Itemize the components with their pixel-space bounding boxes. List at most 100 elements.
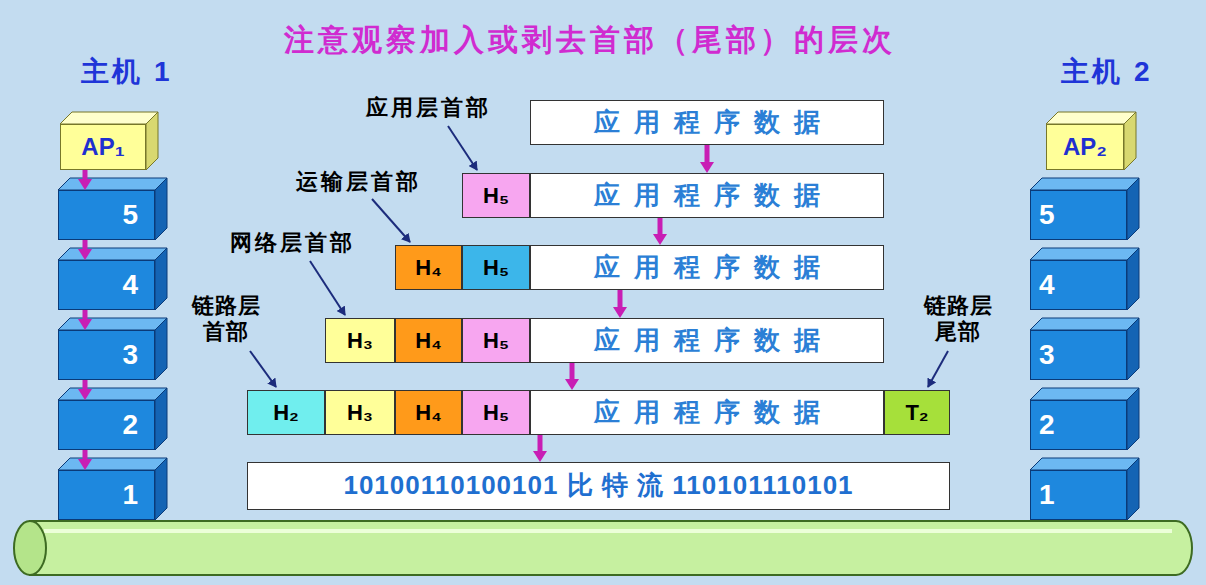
- box-text: 应用程序数据: [594, 253, 834, 283]
- layer-side-face: [155, 458, 167, 520]
- callout-label: 链路层 尾部: [918, 293, 998, 346]
- ap-top-face: [1046, 112, 1136, 124]
- box-text: 5: [1039, 199, 1055, 231]
- box-text: H₃: [347, 328, 373, 353]
- box-text: 5: [122, 199, 138, 231]
- ap-box: AP₂: [1046, 124, 1124, 170]
- box-text: 1: [122, 479, 138, 511]
- header-box: H₄: [395, 245, 462, 290]
- box-text: 4: [122, 269, 138, 301]
- layer-side-face: [155, 248, 167, 310]
- callout-label: 链路层 首部: [186, 293, 266, 346]
- layer-box: 3: [58, 330, 155, 380]
- layer-box: 1: [58, 470, 155, 520]
- leader-line: [310, 261, 345, 315]
- cable-highlight: [44, 529, 1172, 533]
- leader-line: [448, 126, 477, 170]
- layer-top-face: [1030, 318, 1139, 330]
- layer-side-face: [1127, 458, 1139, 520]
- layer-top-face: [1030, 388, 1139, 400]
- header-box: H₅: [462, 245, 530, 290]
- layer-box: 1: [1030, 470, 1127, 520]
- data-box: 应用程序数据: [530, 318, 884, 363]
- box-text: H₅: [483, 183, 509, 208]
- layer-top-face: [1030, 178, 1139, 190]
- flow-arrow: [538, 435, 543, 451]
- cable-end: [14, 521, 46, 575]
- flow-arrow: [83, 310, 88, 319]
- layer-top-face: [1030, 248, 1139, 260]
- data-box: 应用程序数据: [530, 245, 884, 290]
- box-text: 应用程序数据: [594, 108, 834, 138]
- layer-box: 4: [58, 260, 155, 310]
- box-text: AP₂: [1063, 133, 1107, 161]
- header-box: H₅: [462, 318, 530, 363]
- layer-box: 5: [1030, 190, 1127, 240]
- box-text: 3: [122, 339, 138, 371]
- layer-top-face: [58, 178, 167, 190]
- flow-arrow: [83, 170, 88, 179]
- box-text: AP₁: [81, 133, 124, 161]
- layer-box: 5: [58, 190, 155, 240]
- layer-side-face: [155, 318, 167, 380]
- box-text: 应用程序数据: [594, 181, 834, 211]
- layer-top-face: [58, 248, 167, 260]
- layer-box: 2: [1030, 400, 1127, 450]
- box-text: 1: [1039, 479, 1055, 511]
- network-cable: [14, 521, 1192, 575]
- layer-top-face: [58, 458, 167, 470]
- box-text: 3: [1039, 339, 1055, 371]
- leader-line: [372, 199, 410, 242]
- page-title: 注意观察加入或剥去首部（尾部）的层次: [284, 20, 896, 61]
- header-box: H₅: [462, 390, 530, 435]
- box-text: 10100110100101 比 特 流 110101110101: [343, 471, 853, 501]
- layer-top-face: [1030, 458, 1139, 470]
- flow-arrow: [658, 218, 663, 234]
- box-text: 2: [122, 409, 138, 441]
- layer-box: 3: [1030, 330, 1127, 380]
- header-box: H₃: [325, 318, 395, 363]
- header-box: H₂: [247, 390, 325, 435]
- ap-top-face: [60, 112, 158, 124]
- layer-side-face: [1127, 318, 1139, 380]
- layer-side-face: [155, 388, 167, 450]
- flow-arrow: [570, 363, 575, 379]
- host-label: 主机 2: [1061, 53, 1152, 91]
- box-text: H₂: [273, 400, 299, 425]
- bitstream-box: 10100110100101 比 特 流 110101110101: [247, 462, 950, 510]
- leader-line: [250, 351, 276, 387]
- leader-lines: [250, 126, 948, 387]
- host-label: 主机 1: [81, 53, 172, 91]
- box-text: H₅: [483, 255, 509, 280]
- layer-top-face: [58, 388, 167, 400]
- data-box: 应用程序数据: [530, 390, 884, 435]
- box-text: 2: [1039, 409, 1055, 441]
- box-text: 应用程序数据: [594, 326, 834, 356]
- data-box: 应用程序数据: [530, 100, 884, 145]
- leader-line: [928, 351, 948, 387]
- callout-label: 应用层首部: [366, 93, 491, 123]
- flow-arrow: [618, 290, 623, 307]
- flow-arrow: [83, 240, 88, 249]
- flow-arrow: [83, 450, 88, 459]
- box-text: 4: [1039, 269, 1055, 301]
- trailer-box: T₂: [884, 390, 950, 435]
- layer-top-face: [58, 318, 167, 330]
- box-text: H₅: [483, 400, 509, 425]
- layer-box: 2: [58, 400, 155, 450]
- header-box: H₃: [325, 390, 395, 435]
- cable-body: [30, 521, 1192, 575]
- flow-arrow: [83, 380, 88, 389]
- ap-box: AP₁: [60, 124, 146, 170]
- layer-side-face: [1127, 178, 1139, 240]
- layer-box: 4: [1030, 260, 1127, 310]
- box-text: H₄: [415, 328, 441, 353]
- layer-side-face: [155, 178, 167, 240]
- header-box: H₄: [395, 390, 462, 435]
- host2-faces: [1030, 112, 1139, 520]
- box-text: H₄: [415, 400, 441, 425]
- header-box: H₄: [395, 318, 462, 363]
